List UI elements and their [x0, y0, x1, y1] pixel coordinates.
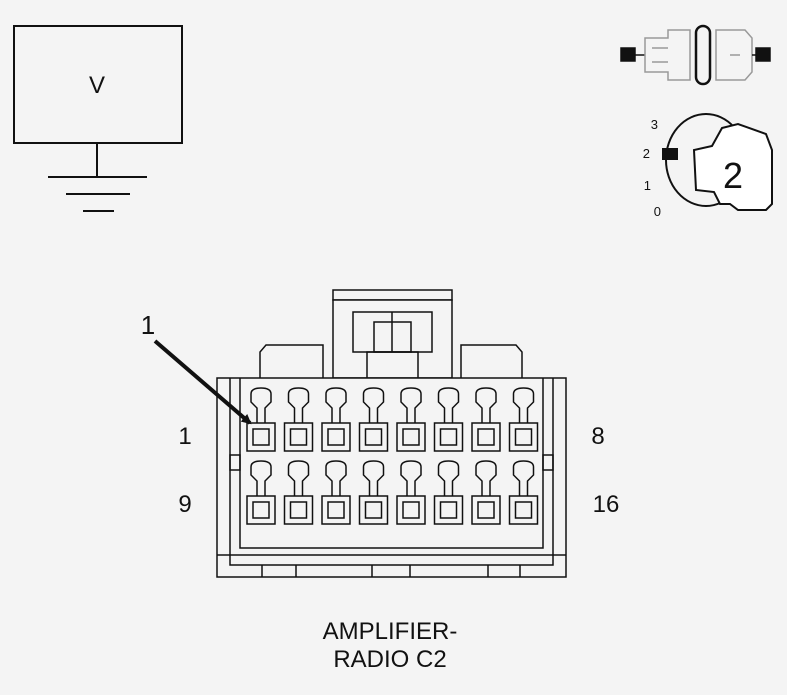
ignition-position-1: 1	[644, 178, 651, 193]
caption-line-1: AMPLIFIER-	[322, 618, 458, 645]
ignition-key-icon	[662, 113, 773, 211]
pin-cavity-6	[433, 387, 464, 452]
pin-cavity-10	[283, 460, 314, 525]
pin-cavity-7	[471, 387, 501, 452]
connector-disconnected-icon	[620, 24, 771, 86]
pin-cavity-16	[508, 460, 539, 525]
pin-cavity-4	[358, 387, 389, 452]
pin-label-bottom-left: 9	[178, 491, 191, 518]
connector-caption: AMPLIFIER- RADIO C2	[240, 618, 540, 674]
pin-label-top-left: 1	[178, 423, 191, 450]
ignition-key-position: 2	[723, 155, 743, 196]
pin-cavity-1	[246, 387, 276, 452]
pin-label-top-right: 8	[591, 423, 604, 450]
ignition-position-2: 2	[643, 146, 650, 161]
caption-line-2: RADIO C2	[333, 646, 447, 673]
callout-pin-label: 1	[141, 310, 155, 340]
pin-cavity-2	[283, 387, 314, 452]
pin-cavity-8	[508, 387, 539, 452]
pin-label-bottom-right: 16	[593, 491, 620, 518]
ignition-position-3: 3	[651, 117, 658, 132]
callout-arrow	[153, 339, 252, 425]
pin-cavity-14	[433, 460, 464, 525]
pin-cavity-5	[396, 387, 426, 452]
pin-cavity-3	[321, 387, 351, 452]
pin-cavity-11	[321, 460, 351, 525]
pin-cavity-15	[471, 460, 501, 525]
connector-housing	[216, 289, 567, 578]
pin-cavity-9	[246, 460, 276, 525]
pin-cavity-13	[396, 460, 426, 525]
voltmeter-symbol: V	[89, 72, 105, 99]
pin-cavities	[246, 387, 539, 525]
pin-cavity-12	[358, 460, 389, 525]
voltmeter-ground-icon	[13, 25, 183, 212]
ignition-position-0: 0	[654, 204, 661, 219]
